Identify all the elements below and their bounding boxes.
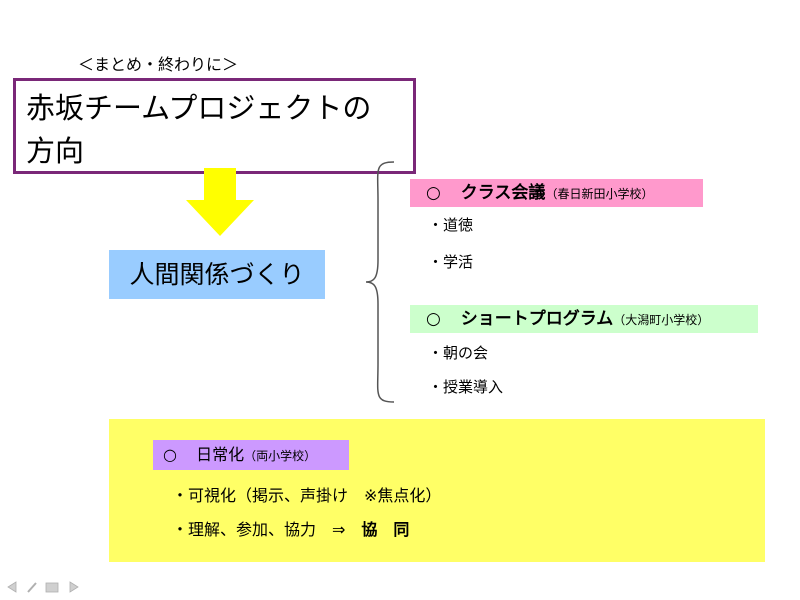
class-meeting-school: （春日新田小学校）: [545, 187, 654, 201]
short-program-label: ショートプログラム: [460, 309, 614, 329]
daily-school: （両小学校）: [244, 449, 317, 463]
class-meeting-marker: ○: [426, 183, 441, 203]
short-program-item-lesson: ・授業導入: [428, 378, 504, 396]
short-program-school: （大潟町小学校）: [613, 313, 710, 327]
nav-prev-icon[interactable]: [7, 581, 17, 593]
nav-next-icon[interactable]: [69, 581, 79, 593]
down-arrow-icon: [186, 168, 254, 236]
nav-menu-icon[interactable]: [45, 582, 59, 593]
title-line-1: 赤坂チームプロジェクトの: [26, 91, 372, 125]
class-meeting-heading: ○ クラス会議（春日新田小学校）: [410, 179, 703, 207]
nav-pen-icon[interactable]: [27, 582, 37, 593]
title-line-2: 方向: [26, 134, 85, 168]
daily-item-visualization: ・可視化（掲示、声掛け ※焦点化）: [172, 486, 442, 505]
curly-brace-icon: [365, 161, 395, 403]
daily-item-cooperation-bold: 協 同: [361, 520, 410, 539]
class-meeting-item-activity: ・学活: [428, 253, 474, 271]
slide-subtitle: ＜まとめ・終わりに＞: [78, 55, 239, 74]
short-program-marker: ○: [426, 309, 441, 329]
daily-item-cooperation: ・理解、参加、協力 ⇒ 協 同: [172, 516, 409, 540]
short-program-item-morning: ・朝の会: [428, 344, 489, 362]
relationship-building-box: 人間関係づくり: [109, 250, 325, 299]
daily-label: 日常化: [196, 445, 245, 464]
short-program-heading: ○ ショートプログラム（大潟町小学校）: [410, 305, 758, 333]
daily-practice-heading: ○ 日常化（両小学校）: [153, 440, 349, 470]
daily-item-cooperation-text: ・理解、参加、協力 ⇒: [172, 520, 362, 539]
slide-title: 赤坂チームプロジェクトの 方向: [26, 87, 416, 173]
class-meeting-label: クラス会議: [460, 183, 546, 203]
slide-nav-toolbar: [7, 581, 79, 593]
daily-marker: ○: [163, 445, 177, 464]
class-meeting-item-moral: ・道徳: [428, 216, 474, 234]
title-box: 赤坂チームプロジェクトの 方向: [13, 78, 416, 174]
